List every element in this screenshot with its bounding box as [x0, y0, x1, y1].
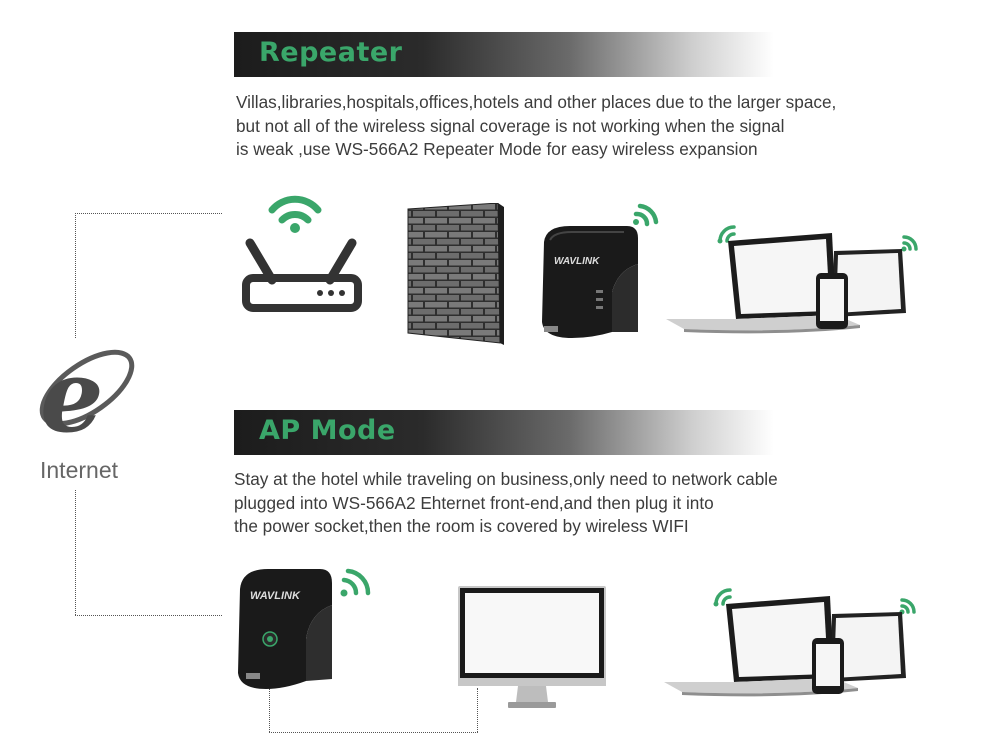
wavlink-device-repeater: WAVLINK — [532, 192, 667, 342]
ap-mode-line-1: Stay at the hotel while traveling on bus… — [234, 469, 778, 489]
repeater-banner: Repeater — [234, 32, 774, 77]
ap-mode-line-2: plugged into WS-566A2 Ehternet front-end… — [234, 492, 714, 513]
connector-top-vertical — [75, 213, 76, 338]
connector-bottom-horizontal — [75, 615, 222, 616]
svg-text:e: e — [40, 337, 104, 451]
repeater-line-2: but not all of the wireless signal cover… — [236, 115, 785, 136]
ap-mode-line-3: the power socket,then the room is covere… — [234, 516, 689, 536]
device-brand-text-ap: WAVLINK — [250, 590, 301, 602]
brick-wall-image — [400, 203, 505, 345]
router-icon — [240, 188, 365, 316]
device-brand-text: WAVLINK — [554, 256, 600, 267]
wavlink-device-ap: WAVLINK — [232, 563, 377, 693]
ap-mode-banner: AP Mode — [234, 410, 774, 455]
cable-right-vertical — [477, 688, 478, 732]
connector-top-horizontal — [75, 213, 222, 214]
monitor-icon — [456, 584, 608, 712]
repeater-title: Repeater — [259, 37, 403, 68]
devices-laptop-tablet-phone-repeater — [664, 215, 924, 343]
connector-bottom-vertical — [75, 490, 76, 615]
internet-label: Internet — [40, 457, 118, 483]
repeater-description: Villas,libraries,hospitals,offices,hotel… — [236, 91, 836, 162]
repeater-line-3: is weak ,use WS-566A2 Repeater Mode for … — [236, 139, 758, 159]
ap-mode-description: Stay at the hotel while traveling on bus… — [234, 468, 778, 539]
devices-laptop-tablet-phone-ap — [662, 578, 924, 706]
cable-left-vertical — [269, 688, 270, 732]
repeater-line-1: Villas,libraries,hospitals,offices,hotel… — [236, 92, 837, 112]
cable-horizontal — [269, 732, 478, 733]
ap-mode-title: AP Mode — [259, 415, 396, 446]
internet-explorer-icon: e — [32, 336, 142, 451]
